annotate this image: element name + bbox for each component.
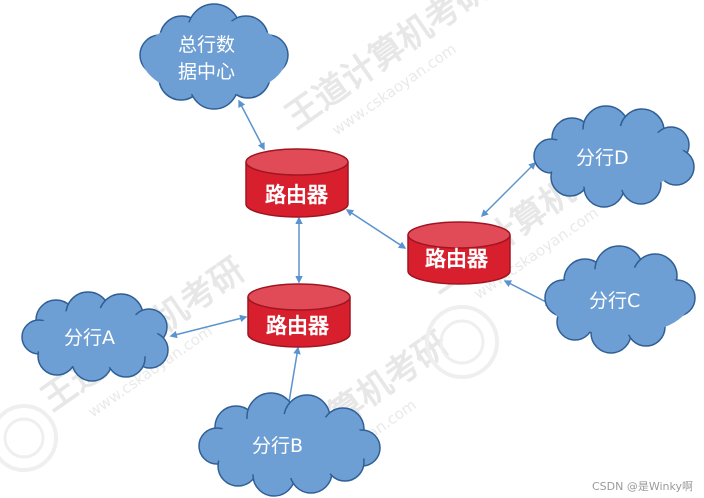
watermark-seal [0, 404, 58, 472]
edge-router-bottom-cloud-a [169, 314, 248, 339]
csdn-credit: CSDN @是Winky啊 [592, 480, 693, 493]
cloud-shape [198, 392, 381, 497]
cloud-shape [21, 291, 169, 382]
cloud-datacenter: 总行数 据中心 [139, 3, 289, 110]
cloud-shape [533, 105, 695, 208]
cloud-d-label: 分行D [576, 147, 629, 169]
edge-router-top-router-right [345, 209, 407, 249]
edge-router-right-cloud-d [480, 161, 537, 218]
cloud-a-label: 分行A [64, 327, 115, 349]
edge-router-right-cloud-c [503, 280, 554, 306]
cloud-shape [139, 3, 289, 110]
edge-layer [169, 99, 554, 416]
cloud-b-label: 分行B [252, 435, 303, 457]
cloud-c-label: 分行C [589, 290, 640, 312]
router-right: 路由器 [407, 221, 511, 285]
router-top: 路由器 [245, 148, 349, 218]
cloud-b: 分行B [198, 392, 381, 497]
datacenter-label-line2: 据中心 [178, 61, 235, 83]
cloud-d: 分行D [533, 105, 695, 208]
datacenter-label-line1: 总行数 [178, 34, 235, 56]
router-top-label: 路由器 [265, 183, 329, 207]
cloud-c: 分行C [544, 245, 696, 354]
watermark-brand: 王道计算机考研 [278, 0, 496, 137]
router-right-label: 路由器 [425, 247, 489, 271]
edge-datacenter-router-top [238, 99, 265, 151]
cloud-a: 分行A [21, 291, 169, 382]
router-bottom-label: 路由器 [266, 314, 330, 338]
cloud-shape [544, 245, 696, 354]
router-bottom: 路由器 [247, 283, 351, 348]
watermark-seal [425, 305, 499, 379]
